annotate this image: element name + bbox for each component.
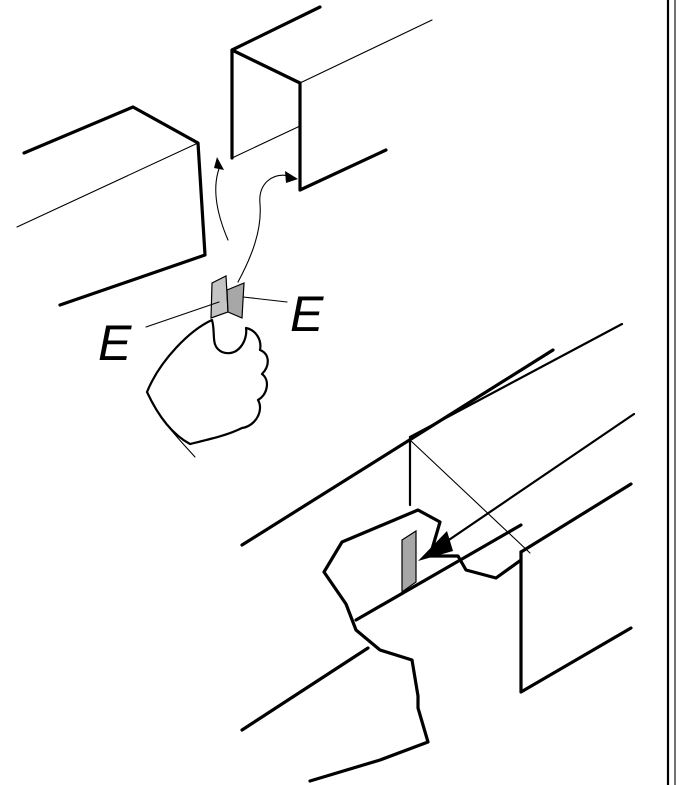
insertion-arrow-head bbox=[418, 531, 453, 561]
duct-right-face bbox=[519, 550, 633, 694]
right-duct-outer bbox=[230, 5, 322, 160]
right-arrow-head bbox=[285, 171, 298, 183]
hand-outline bbox=[145, 318, 269, 446]
right-measure-line bbox=[237, 174, 291, 283]
right-duct-section bbox=[230, 5, 433, 192]
installed-clip bbox=[401, 529, 417, 594]
cutaway-outline bbox=[308, 508, 523, 783]
insertion-arrow-shaft bbox=[438, 412, 636, 548]
left-measure-line bbox=[215, 165, 229, 241]
joint-diagonal bbox=[409, 439, 531, 554]
hand-held-clip bbox=[210, 275, 245, 319]
gap-measure-arrows bbox=[214, 157, 298, 283]
clip-right-flange bbox=[226, 282, 245, 319]
left-duct-section bbox=[16, 105, 207, 307]
left-duct-edge bbox=[16, 142, 199, 228]
clip-left-flange bbox=[210, 275, 229, 319]
duct-right-top bbox=[519, 482, 633, 554]
insertion-arrow bbox=[418, 412, 636, 561]
right-duct-inner-edge bbox=[231, 125, 301, 159]
label-right: E bbox=[290, 286, 324, 342]
label-left: E bbox=[98, 315, 132, 371]
left-duct-outline bbox=[22, 105, 207, 307]
left-arrow-head bbox=[214, 157, 224, 170]
duct-top-back-edge bbox=[240, 348, 555, 547]
duct-lower-front-edge bbox=[240, 646, 370, 732]
duct-lower-rail bbox=[354, 523, 523, 622]
hand-wrist bbox=[146, 391, 196, 458]
right-duct-top-edge bbox=[299, 19, 433, 84]
duct-top-front-edge bbox=[408, 322, 624, 439]
right-duct-front bbox=[230, 48, 388, 192]
leader-line-right bbox=[242, 296, 288, 303]
leader-line-left bbox=[145, 301, 220, 328]
installed-duct bbox=[240, 322, 633, 732]
